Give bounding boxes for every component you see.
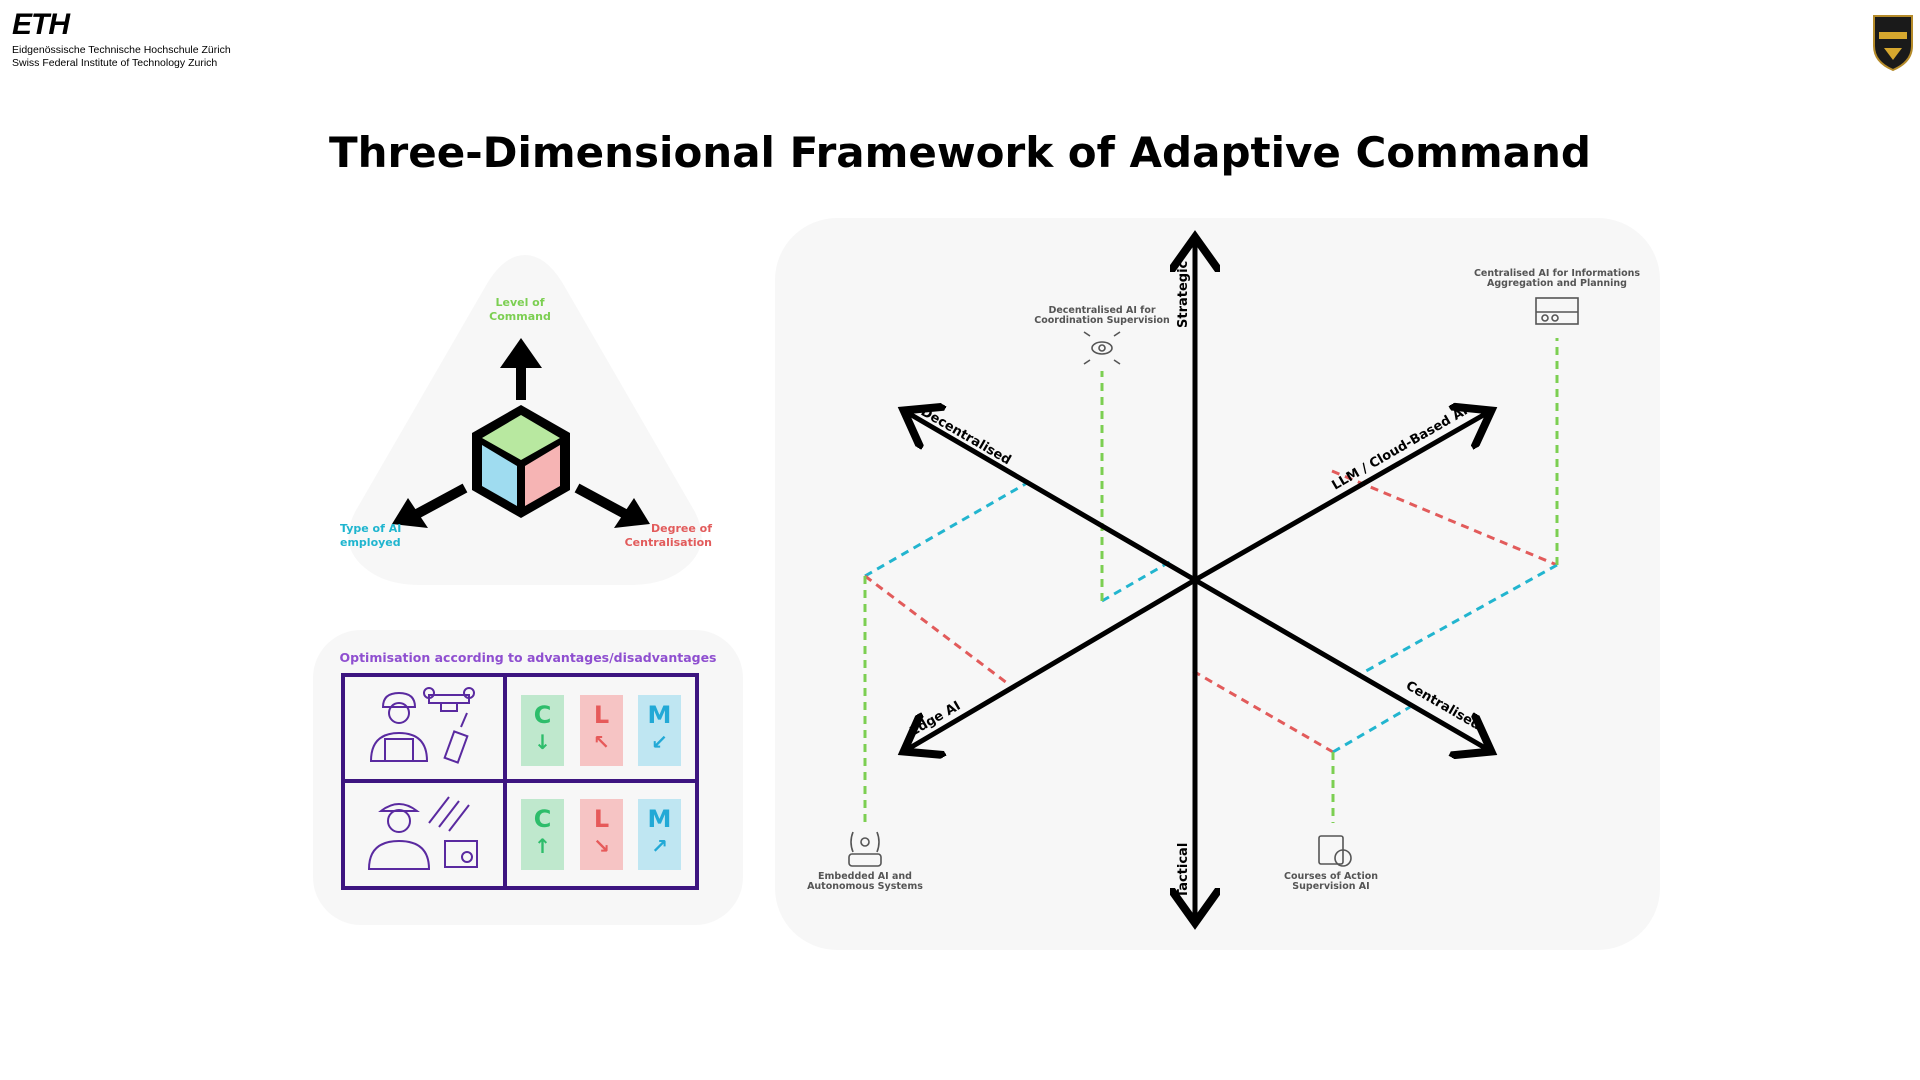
action-plan-icon (1318, 835, 1352, 867)
courses-action-label-2: Supervision AI (1292, 881, 1369, 892)
framework-axis-panel (775, 218, 1660, 950)
axis-label-decentralised: Decentralised (918, 404, 1013, 468)
grid-cell-actors-2 (345, 783, 507, 886)
type-of-ai-label-1: Type of AI (340, 522, 402, 535)
optimisation-grid: C↓ L↖ M↙ C↑ L↘ (341, 673, 699, 890)
soldier-icon (369, 687, 475, 764)
central-info-label-2: Aggregation and Planning (1487, 278, 1627, 289)
grid-cell-actors-1 (345, 677, 507, 783)
decentral-coord-label-2: Coordination Supervision (1034, 315, 1170, 326)
level-of-command-label-1: Level of (495, 296, 545, 309)
level-of-command-label-2: Command (489, 310, 551, 323)
centralisation-tile: C↑ (521, 799, 564, 870)
degree-centralisation-label-1: Degree of (651, 522, 712, 535)
eth-name-english: Swiss Federal Institute of Technology Zu… (12, 57, 218, 69)
optimisation-panel (313, 630, 743, 925)
centralisation-tile: C↓ (521, 695, 564, 766)
dimension-triangle-panel (348, 255, 702, 585)
optimisation-title: Optimisation according to advantages/dis… (339, 650, 717, 665)
axis-label-tactical: Tactical (1176, 843, 1191, 898)
officer-icon (367, 796, 478, 870)
axis-label-llm-cloud: LLM / Cloud-Based AI (1330, 403, 1471, 493)
drone-network-icon (1083, 331, 1121, 365)
grid-cell-tiles-1: C↓ L↖ M↙ (507, 677, 695, 783)
page-title: Three-Dimensional Framework of Adaptive … (328, 128, 1591, 177)
model-tile: M↙ (638, 695, 681, 766)
unit-crest-icon (1873, 15, 1913, 72)
framework-axis-diagram: Strategic Tactical Decentralised Central… (807, 218, 1640, 950)
level-tile: L↘ (580, 799, 623, 870)
server-dashboard-icon (1535, 297, 1579, 325)
robot-sensor-icon (848, 831, 882, 867)
eth-name-german: Eidgenössische Technische Hochschule Zür… (12, 44, 231, 56)
courses-action-label-1: Courses of Action (1284, 871, 1378, 882)
degree-centralisation-label-2: Centralisation (624, 536, 712, 549)
grid-cell-tiles-2: C↑ L↘ M↗ (507, 783, 695, 886)
level-tile: L↖ (580, 695, 623, 766)
axis-label-strategic: Strategic (1176, 261, 1191, 328)
embedded-ai-label-2: Autonomous Systems (807, 881, 923, 892)
central-info-label-1: Centralised AI for Informations (1474, 268, 1640, 279)
type-of-ai-label-2: employed (340, 536, 401, 549)
embedded-ai-label-1: Embedded AI and (818, 871, 912, 882)
eth-logo: ETH (12, 8, 70, 41)
model-tile: M↗ (638, 799, 681, 870)
decentral-coord-label-1: Decentralised AI for (1048, 305, 1155, 316)
